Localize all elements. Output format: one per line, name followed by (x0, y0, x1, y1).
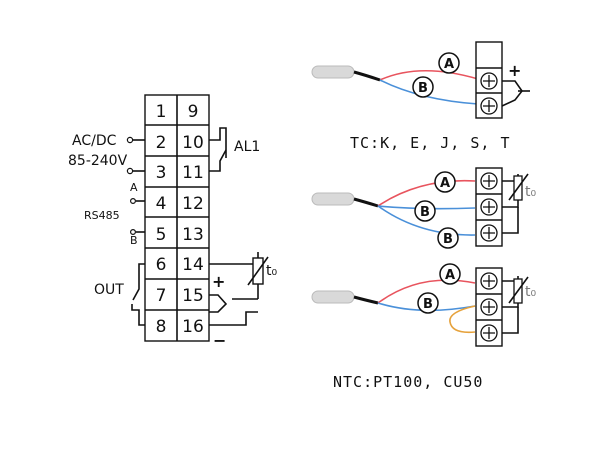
terminal-2: 2 (156, 133, 167, 153)
rs485-a-label: A (130, 181, 138, 194)
sensor-input: + − t₀ (209, 252, 277, 350)
rtd2-a-label: A (445, 268, 455, 283)
rs485-b-label: B (130, 234, 138, 247)
terminal-1: 1 (156, 102, 167, 122)
rtd2-a-marker (439, 263, 461, 285)
terminal-15: 15 (182, 286, 204, 306)
tc-a-label: A (444, 57, 454, 72)
terminal-9: 9 (188, 102, 199, 122)
rtd3-a-marker (434, 171, 456, 193)
alarm-relay: AL1 (209, 127, 260, 172)
output-relay: OUT (94, 263, 145, 326)
rtd2-probe-icon (311, 290, 355, 304)
tc-caption: TC:K, E, J, S, T (350, 134, 511, 152)
rtd2-t0-label: t₀ (525, 284, 536, 300)
terminal-13: 13 (182, 225, 204, 245)
terminal-10: 10 (182, 133, 204, 153)
terminal-6: 6 (156, 255, 167, 275)
power-label-line1: AC/DC (72, 133, 117, 149)
terminal-16: 16 (182, 317, 204, 337)
rtd3-b2-label: B (443, 232, 453, 247)
rtd3-probe-icon (311, 192, 355, 206)
terminal-11: 11 (182, 163, 204, 183)
terminal-3: 3 (156, 163, 167, 183)
out-label: OUT (94, 282, 124, 298)
sensor-plus-label: + (212, 272, 225, 291)
sensor-t0-label: t₀ (266, 263, 277, 279)
rs485-port: A RS485 B (84, 181, 145, 247)
ntc-caption: NTC:PT100, CU50 (333, 373, 483, 391)
rs485-label: RS485 (84, 209, 120, 222)
terminal-4: 4 (156, 194, 167, 214)
tc-plus-label: + (508, 61, 521, 80)
tc-wiring: A B + TC:K, E, J, S, T (311, 41, 530, 152)
rtd2-b-label: B (423, 297, 433, 312)
sensor-minus-label: − (213, 331, 226, 350)
rtd3-t0-label: t₀ (525, 184, 536, 200)
rtd3-b1-marker (414, 200, 436, 222)
tc-a-marker (438, 52, 460, 74)
power-input: AC/DC 85-240V (68, 133, 145, 175)
rtd2-wiring: A B t₀ NTC:PT100, CU50 (311, 263, 536, 391)
alarm-label: AL1 (234, 139, 260, 155)
tc-probe-icon (311, 65, 355, 79)
rtd3-b2-marker (437, 227, 459, 249)
terminal-12: 12 (182, 194, 204, 214)
terminal-5: 5 (156, 225, 167, 245)
rtd3-wiring: A B B t₀ (311, 167, 536, 249)
rtd3-a-label: A (440, 176, 450, 191)
tc-b-label: B (418, 81, 428, 96)
terminal-7: 7 (156, 286, 167, 306)
tc-b-marker (412, 76, 434, 98)
terminal-block: 1 2 3 4 5 6 7 8 9 10 11 12 13 14 15 16 (144, 94, 210, 342)
rtd2-b-marker (417, 292, 439, 314)
rtd3-b1-label: B (420, 205, 430, 220)
power-label-line2: 85-240V (68, 153, 128, 169)
terminal-14: 14 (182, 255, 204, 275)
terminal-8: 8 (156, 317, 167, 337)
